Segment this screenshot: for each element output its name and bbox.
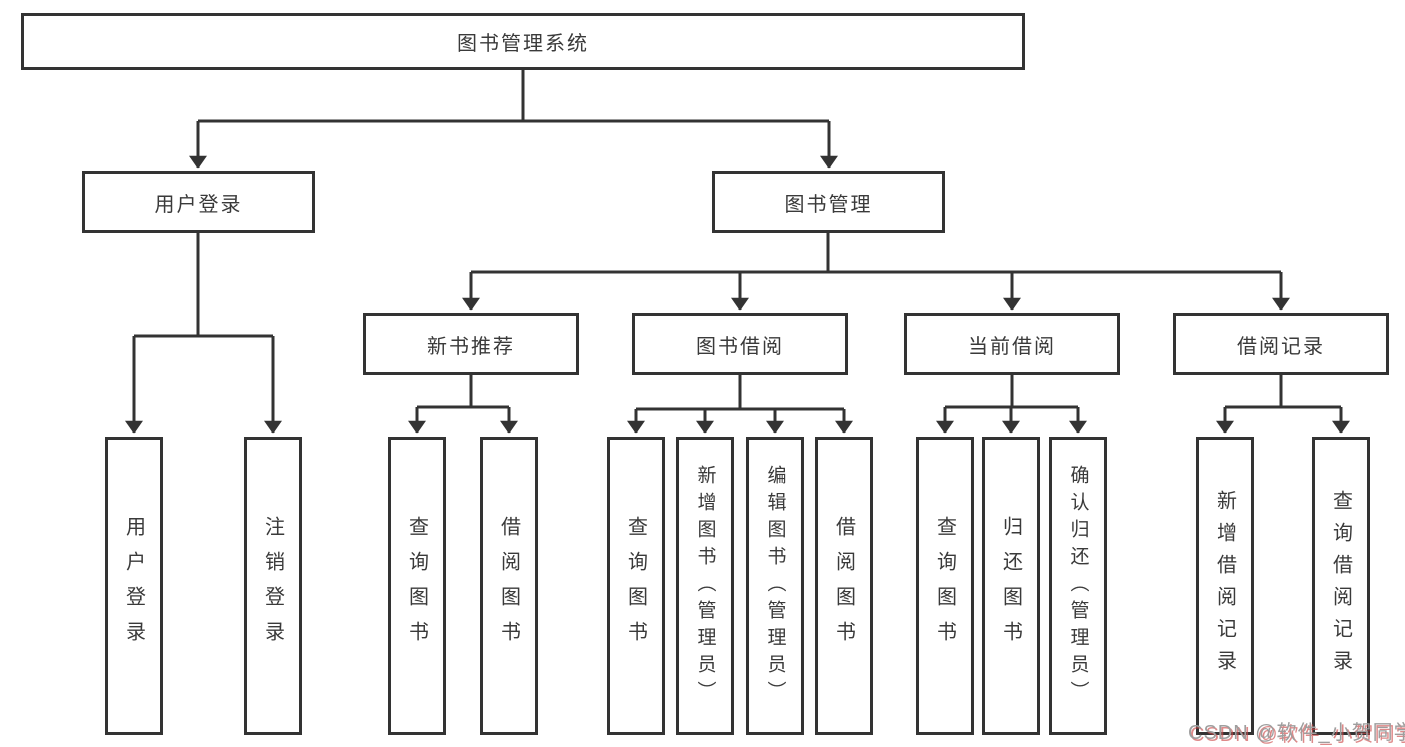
node-root-system: 图书管理系统 (21, 13, 1025, 70)
connector-root-to-level2 (189, 70, 838, 169)
leaf-add-borrow-record: 新增借阅记录 (1196, 437, 1254, 735)
leaf-borrow-books: 借阅图书 (815, 437, 873, 735)
connector-book-management-to-level3 (462, 233, 1290, 311)
node-current-borrow: 当前借阅 (904, 313, 1120, 375)
node-borrow-record: 借阅记录 (1173, 313, 1389, 375)
connector-user-login-children (125, 233, 282, 434)
leaf-add-books-admin: 新增图书（管理员） (676, 437, 734, 735)
connector-book-borrow-children (627, 375, 853, 434)
node-new-book-recommend: 新书推荐 (363, 313, 579, 375)
connector-current-borrow-children (936, 375, 1087, 434)
connector-borrow-record-children (1216, 375, 1350, 434)
leaf-logout: 注销登录 (244, 437, 302, 735)
csdn-watermark: CSDN @软件_小贺同学 (1188, 722, 1405, 744)
leaf-confirm-return-admin: 确认归还（管理员） (1049, 437, 1107, 735)
leaf-edit-books-admin: 编辑图书（管理员） (746, 437, 804, 735)
node-book-management: 图书管理 (712, 171, 945, 233)
leaf-user-login: 用户登录 (105, 437, 163, 735)
leaf-borrow-query-books: 查询图书 (607, 437, 665, 735)
node-book-borrow: 图书借阅 (632, 313, 848, 375)
leaf-return-books: 归还图书 (982, 437, 1040, 735)
leaf-recommend-borrow-books: 借阅图书 (480, 437, 538, 735)
leaf-query-borrow-record: 查询借阅记录 (1312, 437, 1370, 735)
leaf-recommend-query-books: 查询图书 (388, 437, 446, 735)
leaf-current-query-books: 查询图书 (916, 437, 974, 735)
connector-new-book-recommend-children (408, 375, 518, 434)
node-user-login: 用户登录 (82, 171, 315, 233)
